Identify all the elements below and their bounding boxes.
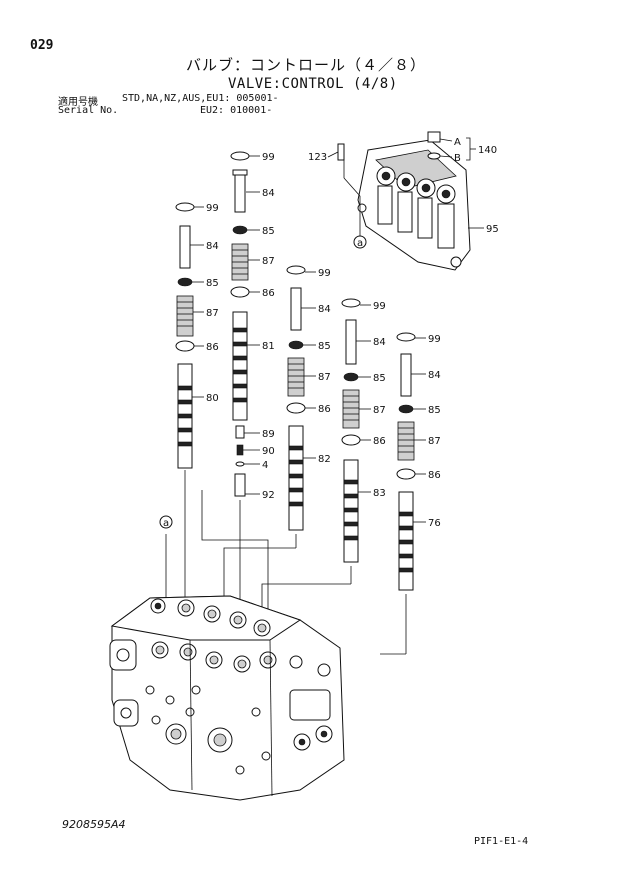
plug-84 — [179, 225, 191, 269]
spool-83 — [343, 459, 359, 563]
plug-a — [427, 131, 441, 143]
callout-80: 80 — [206, 393, 219, 404]
seat-86 — [286, 402, 306, 414]
callout-85: 85 — [318, 341, 331, 352]
seat-86 — [230, 286, 250, 298]
drawing-number: 9208595A4 — [62, 818, 126, 831]
callout-87: 87 — [428, 436, 441, 447]
control-valve-body — [109, 595, 345, 801]
callout-92: 92 — [262, 490, 275, 501]
sheet-code: PIF1-E1-4 — [474, 836, 529, 847]
callout-leaders — [190, 155, 426, 523]
callout-86: 86 — [373, 436, 386, 447]
callout-4: 4 — [262, 460, 268, 471]
washer-85 — [343, 372, 359, 382]
reference-a-marker: a — [357, 238, 363, 249]
serial-range-eu2: EU2: 010001- — [200, 105, 273, 116]
spool-80 — [177, 363, 193, 469]
callout-b: B — [454, 153, 461, 164]
callout-87: 87 — [373, 405, 386, 416]
callout-99: 99 — [373, 301, 386, 312]
seat-86 — [175, 340, 195, 352]
spring-87 — [397, 421, 415, 461]
spool-column-83 — [341, 298, 361, 563]
callout-83: 83 — [373, 488, 386, 499]
o-ring-99 — [341, 298, 361, 308]
spring-87 — [287, 357, 305, 397]
plug-92 — [234, 473, 246, 497]
callout-87: 87 — [262, 256, 275, 267]
callout-84: 84 — [318, 304, 331, 315]
callout-labels: 99 84 85 87 86 81 89 90 4 92 99 84 85 87… — [206, 152, 441, 529]
plug-84 — [234, 171, 246, 213]
callout-85: 85 — [373, 373, 386, 384]
washer-85 — [398, 404, 414, 414]
seat-86 — [396, 468, 416, 480]
callout-85: 85 — [428, 405, 441, 416]
o-ring-99 — [396, 332, 416, 342]
callout-86: 86 — [318, 404, 331, 415]
callout-76: 76 — [428, 518, 441, 529]
spool-column-82 — [286, 265, 306, 531]
valve-cover-assembly-95: A B 140 123 95 a — [308, 131, 499, 271]
callout-82: 82 — [318, 454, 331, 465]
assembly-path-lines: a — [159, 470, 407, 655]
callout-123: 123 — [308, 152, 327, 163]
page-number: 029 — [30, 38, 54, 53]
ring-b — [427, 152, 441, 160]
spring-87 — [176, 295, 194, 337]
callout-84: 84 — [428, 370, 441, 381]
o-ring-99 — [175, 202, 195, 212]
washer-85 — [232, 225, 248, 235]
callout-85: 85 — [206, 278, 219, 289]
spring-90 — [236, 444, 244, 456]
callout-90: 90 — [262, 446, 275, 457]
plug-84 — [290, 287, 302, 331]
o-ring-99 — [286, 265, 306, 275]
spool-column-81 — [230, 151, 250, 497]
washer-85 — [288, 340, 304, 350]
part-89 — [235, 425, 245, 439]
page-title-japanese: バルブ：コントロール（４／８） — [186, 56, 427, 74]
seat-86 — [341, 434, 361, 446]
serial-range-primary: STD,NA,NZ,AUS,EU1: 005001- — [122, 93, 279, 104]
o-ring-99 — [230, 151, 250, 161]
bolt-123 — [337, 143, 345, 161]
callout-86: 86 — [206, 342, 219, 353]
spool-column-76 — [396, 332, 416, 591]
callout-84: 84 — [262, 188, 275, 199]
callout-99: 99 — [206, 203, 219, 214]
serial-label-japanese: 適用号機 — [58, 97, 98, 108]
callout-95: 95 — [486, 224, 499, 235]
callout-87: 87 — [206, 308, 219, 319]
callout-85: 85 — [262, 226, 275, 237]
spool-column-80 — [175, 202, 195, 469]
callout-99: 99 — [318, 268, 331, 279]
callout-89: 89 — [262, 429, 275, 440]
callout-81: 81 — [262, 341, 275, 352]
callout-84: 84 — [206, 241, 219, 252]
page-title-english: VALVE:CONTROL (4/8) — [228, 76, 398, 92]
spool-82 — [288, 425, 304, 531]
callout-87: 87 — [318, 372, 331, 383]
plug-84 — [345, 319, 357, 365]
callout-84: 84 — [373, 337, 386, 348]
ring-4 — [235, 461, 245, 467]
callout-86: 86 — [262, 288, 275, 299]
plug-84 — [400, 353, 412, 397]
reference-a-marker: a — [163, 518, 169, 529]
serial-label-english: Serial No. — [58, 105, 119, 116]
spool-76 — [398, 491, 414, 591]
callout-99: 99 — [262, 152, 275, 163]
callout-a: A — [454, 137, 461, 148]
washer-85 — [177, 277, 193, 287]
callout-86: 86 — [428, 470, 441, 481]
callout-140: 140 — [478, 145, 497, 156]
callout-99: 99 — [428, 334, 441, 345]
spring-87 — [231, 243, 249, 281]
spool-81 — [232, 311, 248, 421]
spring-87 — [342, 389, 360, 429]
